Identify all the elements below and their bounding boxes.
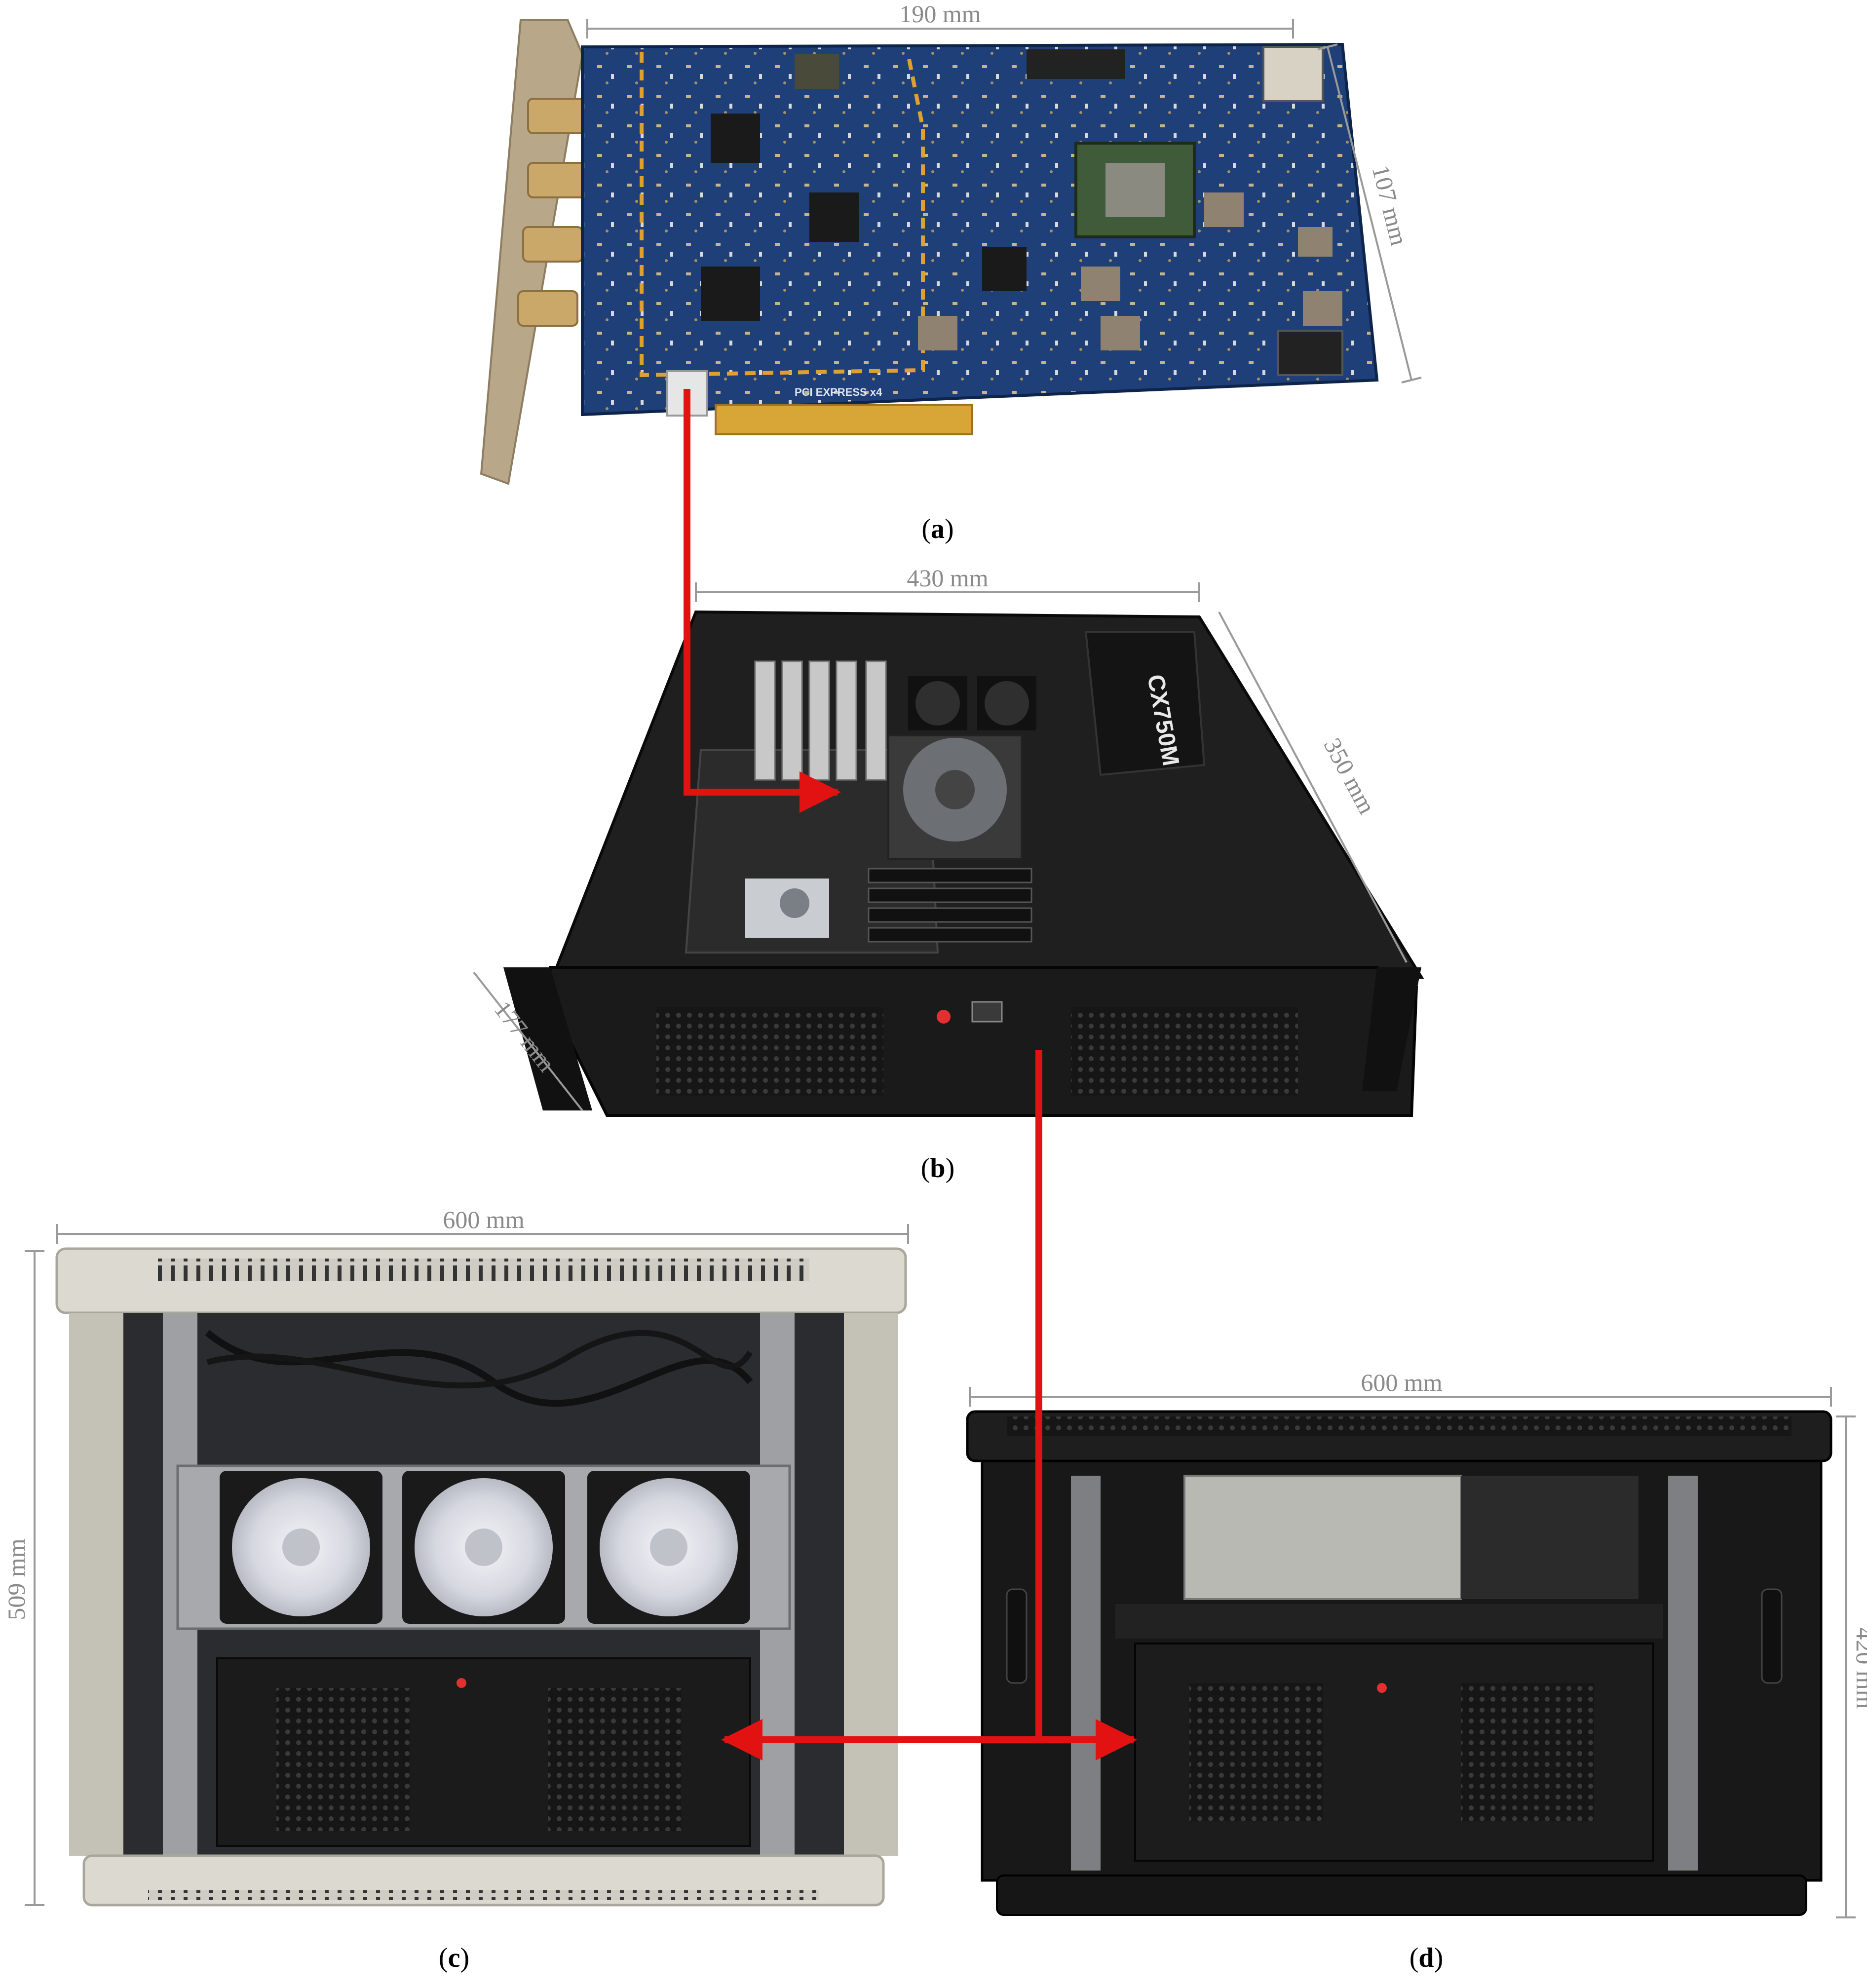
cabinet-d-upper-device	[1183, 1475, 1462, 1600]
cabinet-d-rail-left	[1071, 1476, 1101, 1871]
rack-ear-left	[503, 967, 592, 1110]
power-supply: CX750M	[1084, 631, 1206, 776]
expansion-slots	[754, 660, 887, 781]
ram-modules	[868, 868, 1032, 943]
caption-d: (d)	[1409, 1943, 1444, 1973]
dim-a-width: 190 mm	[899, 0, 981, 28]
panel-c-dimension-lines	[25, 1224, 909, 1906]
panel-a-sdr-board: PCI EXPRESS x4 190 mm 107 mm	[480, 0, 1422, 485]
panel-b-dimension-lines	[473, 582, 1408, 1111]
power-connector	[1262, 46, 1324, 102]
panel-c-light-rack-cabinet: 600 mm 509 mm	[2, 1206, 909, 1907]
dim-c-height: 509 mm	[2, 1538, 30, 1620]
cabinet-d-rail-right	[1668, 1476, 1698, 1871]
panel-d-dark-rack-cabinet: 600 mm 420 mm	[966, 1369, 1867, 1918]
power-button	[937, 1010, 951, 1024]
pcie-gold-fingers	[715, 404, 973, 435]
pin-header-top	[1027, 49, 1125, 79]
front-usb-ports	[971, 1001, 1003, 1023]
sma-connectors	[517, 98, 588, 327]
panel-b-server-chassis: CX750M 430 mm 350 mm 177 mm	[473, 564, 1424, 1117]
panel-a-dimension-lines	[586, 19, 1422, 383]
board-chips	[701, 54, 1027, 321]
cabinet-c-top-vents	[158, 1259, 809, 1281]
rf-shield-outline	[640, 52, 925, 378]
connection-arrows	[684, 389, 1137, 1760]
rack-ear-right	[1362, 967, 1421, 1091]
dim-d-width: 600 mm	[1361, 1369, 1442, 1396]
cabinet-d-bottom	[996, 1874, 1807, 1916]
caption-a: (a)	[921, 514, 954, 544]
cabinet-d-handle-right	[1761, 1588, 1783, 1684]
cabinet-c-side-right	[844, 1313, 898, 1856]
dim-d-height: 420 mm	[1851, 1627, 1867, 1709]
arrow-board-to-chassis	[684, 389, 841, 813]
side-connector	[1277, 330, 1343, 376]
board-label-pcie: PCI EXPRESS x4	[795, 386, 882, 398]
caption-b: (b)	[920, 1153, 955, 1184]
dim-b-width: 430 mm	[907, 564, 988, 592]
dim-c-width: 600 mm	[443, 1206, 524, 1233]
front-vent-left	[656, 1007, 883, 1096]
system-fans	[908, 676, 1036, 730]
cabinet-d-handle-left	[1006, 1588, 1028, 1684]
dim-a-height: 107 mm	[1367, 162, 1413, 248]
power-inductors	[918, 192, 1342, 350]
cabinet-c-side-left	[69, 1313, 123, 1856]
caption-c: (c)	[438, 1943, 470, 1973]
cooling-fans	[220, 1471, 750, 1624]
pcb-board	[581, 42, 1379, 417]
dim-b-depth: 350 mm	[1318, 733, 1381, 818]
panel-d-dimension-lines	[969, 1387, 1856, 1918]
front-vent-right	[1071, 1007, 1298, 1096]
